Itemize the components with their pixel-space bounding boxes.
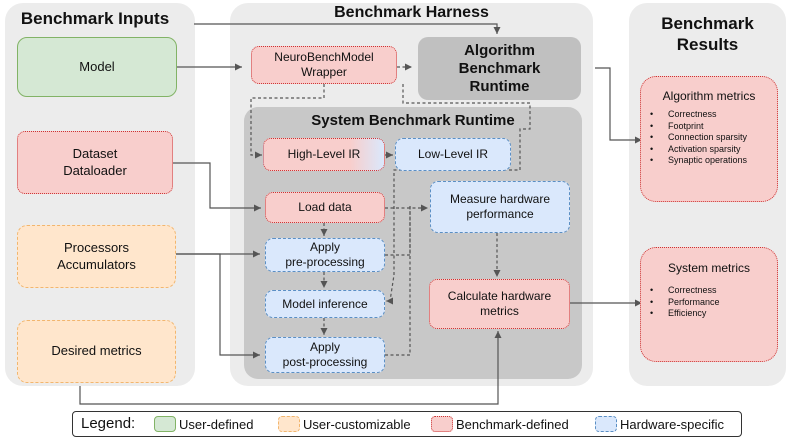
model-input-box: Model (17, 37, 177, 97)
low-level-ir-label: Low-Level IR (417, 147, 489, 161)
legend: Legend: User-defined User-customizable B… (72, 411, 742, 437)
inputs-title: Benchmark Inputs (20, 9, 170, 28)
legend-user-defined-swatch (154, 416, 176, 432)
high-level-ir-box: High-Level IR (263, 138, 385, 171)
algorithm-metrics-title: Algorithm metrics (662, 89, 756, 103)
legend-user-customizable-swatch (278, 416, 300, 432)
apply-postprocessing-box: Apply post-processing (265, 337, 385, 373)
system-metrics-list: Correctness Performance Efficiency (650, 285, 720, 320)
accumulators-label: Accumulators (57, 256, 136, 272)
neurobench-model-wrapper-box: NeuroBenchModel Wrapper (251, 46, 397, 84)
list-item: Connection sparsity (650, 132, 747, 144)
system-runtime-title: System Benchmark Runtime (311, 112, 515, 129)
measure-line1: Measure hardware (449, 192, 551, 206)
list-item: Synaptic operations (650, 155, 747, 167)
measure-hardware-performance-box: Measure hardware performance (430, 181, 570, 233)
desired-metrics-label: Desired metrics (51, 343, 142, 359)
algorithm-metrics-box: Algorithm metrics Correctness Footprint … (640, 76, 778, 202)
model-label: Model (79, 58, 115, 74)
results-title-line1: Benchmark (661, 14, 754, 33)
system-metrics-title: System metrics (667, 261, 750, 275)
wrapper-line2: Wrapper (301, 65, 347, 79)
processors-label: Processors (63, 240, 130, 256)
legend-benchmark-defined: Benchmark-defined (456, 417, 569, 432)
legend-hardware-specific: Hardware-specific (620, 417, 725, 432)
measure-line2: performance (466, 207, 534, 221)
results-title: Benchmark Results (629, 13, 786, 55)
legend-label: Legend: (81, 415, 136, 432)
list-item: Efficiency (650, 308, 720, 320)
algorithm-benchmark-runtime-box: Algorithm Benchmark Runtime (418, 37, 581, 100)
harness-title: Benchmark Harness (334, 4, 489, 21)
list-item: Performance (650, 297, 720, 309)
high-level-ir-label: High-Level IR (287, 147, 361, 161)
load-data-label: Load data (298, 200, 352, 214)
calculate-hardware-metrics-box: Calculate hardware metrics (429, 279, 570, 329)
wrapper-line1: NeuroBenchModel (274, 50, 374, 64)
results-title-line2: Results (676, 35, 739, 54)
legend-hardware-specific-swatch (595, 416, 617, 432)
system-metrics-box: System metrics Correctness Performance E… (640, 247, 778, 362)
processors-accumulators-box: Processors Accumulators (17, 225, 176, 288)
algo-runtime-line2: Benchmark (458, 59, 541, 77)
algo-runtime-line1: Algorithm (464, 41, 535, 59)
desired-metrics-box: Desired metrics (17, 320, 176, 383)
dataset-label: Dataset (72, 146, 118, 162)
low-level-ir-box: Low-Level IR (395, 138, 511, 171)
list-item: Correctness (650, 285, 720, 297)
legend-user-customizable: User-customizable (303, 417, 411, 432)
postproc-line1: Apply (309, 340, 341, 354)
preproc-line2: pre-processing (285, 255, 365, 269)
load-data-box: Load data (265, 192, 385, 223)
legend-benchmark-defined-swatch (431, 416, 453, 432)
dataloader-label: Dataloader (63, 162, 127, 178)
list-item: Activation sparsity (650, 144, 747, 156)
model-inference-box: Model inference (265, 290, 385, 318)
legend-user-defined: User-defined (179, 417, 254, 432)
model-inference-label: Model inference (282, 296, 368, 311)
apply-preprocessing-box: Apply pre-processing (265, 238, 385, 272)
postproc-line2: post-processing (282, 355, 368, 369)
dataset-dataloader-box: Dataset Dataloader (17, 131, 173, 194)
algorithm-metrics-list: Correctness Footprint Connection sparsit… (650, 109, 747, 167)
list-item: Correctness (650, 109, 747, 121)
calc-line2: metrics (480, 304, 519, 318)
algo-runtime-line3: Runtime (469, 77, 530, 95)
list-item: Footprint (650, 121, 747, 133)
preproc-line1: Apply (309, 240, 341, 254)
calc-line1: Calculate hardware (447, 289, 552, 303)
